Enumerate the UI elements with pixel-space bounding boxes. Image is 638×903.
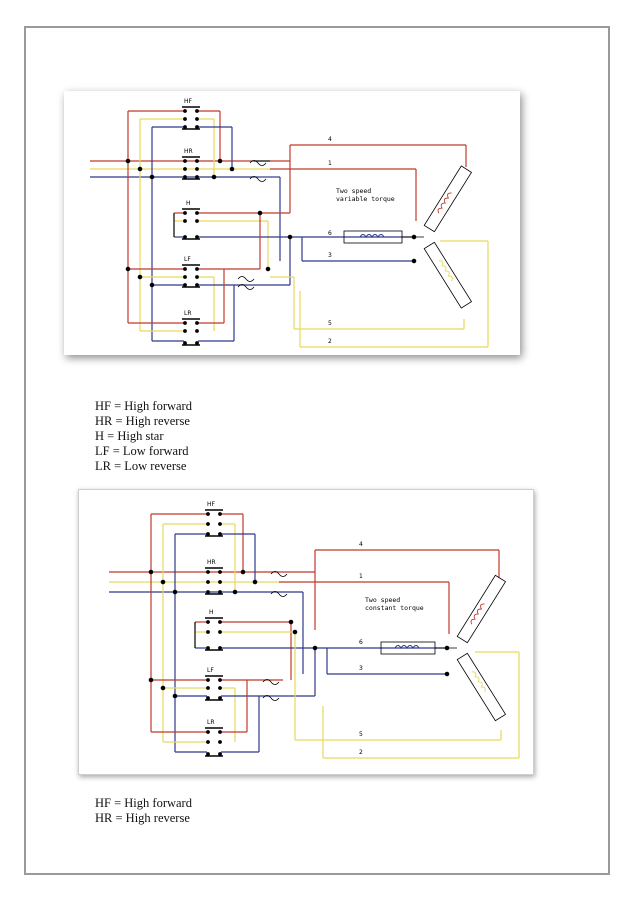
wiring-diagram-constant-torque: HF HR H LF LR 4 1 6 3 5 2 Two speed cons… [78, 489, 534, 775]
contactor-label: LR [184, 310, 192, 317]
diagram-svg: HF HR H LF LR 4 1 6 3 5 2 Two speed cons… [109, 501, 520, 759]
diagram-note: variable torque [336, 195, 395, 203]
wiring-diagram-variable-torque: HF HR H LF LR 4 1 6 3 5 2 Two speed vari… [64, 91, 520, 355]
line-label: 5 [359, 731, 363, 738]
contactor-label: LR [207, 719, 215, 726]
contactor-label: HR [207, 559, 216, 566]
contactor-label: HF [184, 98, 193, 105]
line-label: 2 [359, 749, 363, 756]
legend-item: LR = Low reverse [95, 459, 187, 473]
line-label: 2 [328, 338, 332, 345]
diagram-note: constant torque [365, 604, 424, 612]
diagram-svg: HF HR H LF LR 4 1 6 3 5 2 Two speed vari… [90, 98, 489, 348]
legend-item: HF = High forward [95, 399, 192, 413]
legend-item: HR = High reverse [95, 811, 190, 825]
contactor-label: H [186, 200, 191, 207]
line-label: 6 [359, 639, 363, 646]
legend-bottom: HF = High forward HR = High reverse [95, 796, 192, 826]
legend-item: LF = Low forward [95, 444, 189, 458]
legend-item: HF = High forward [95, 796, 192, 810]
line-label: 3 [359, 665, 363, 672]
line-label: 1 [359, 573, 363, 580]
legend-item: H = High star [95, 429, 164, 443]
legend-item: HR = High reverse [95, 414, 190, 428]
line-label: 1 [328, 160, 332, 167]
diagram-note: Two speed [336, 187, 371, 195]
diagram-note: Two speed [365, 596, 400, 604]
line-label: 3 [328, 252, 332, 259]
line-label: 4 [328, 136, 332, 143]
contactor-label: LF [184, 256, 191, 263]
line-label: 5 [328, 320, 332, 327]
legend-top: HF = High forward HR = High reverse H = … [95, 399, 192, 474]
line-label: 4 [359, 541, 363, 548]
contactor-label: HF [207, 501, 216, 508]
contactor-label: H [209, 609, 214, 616]
contactor-label: LF [207, 667, 214, 674]
contactor-label: HR [184, 148, 193, 155]
line-label: 6 [328, 230, 332, 237]
